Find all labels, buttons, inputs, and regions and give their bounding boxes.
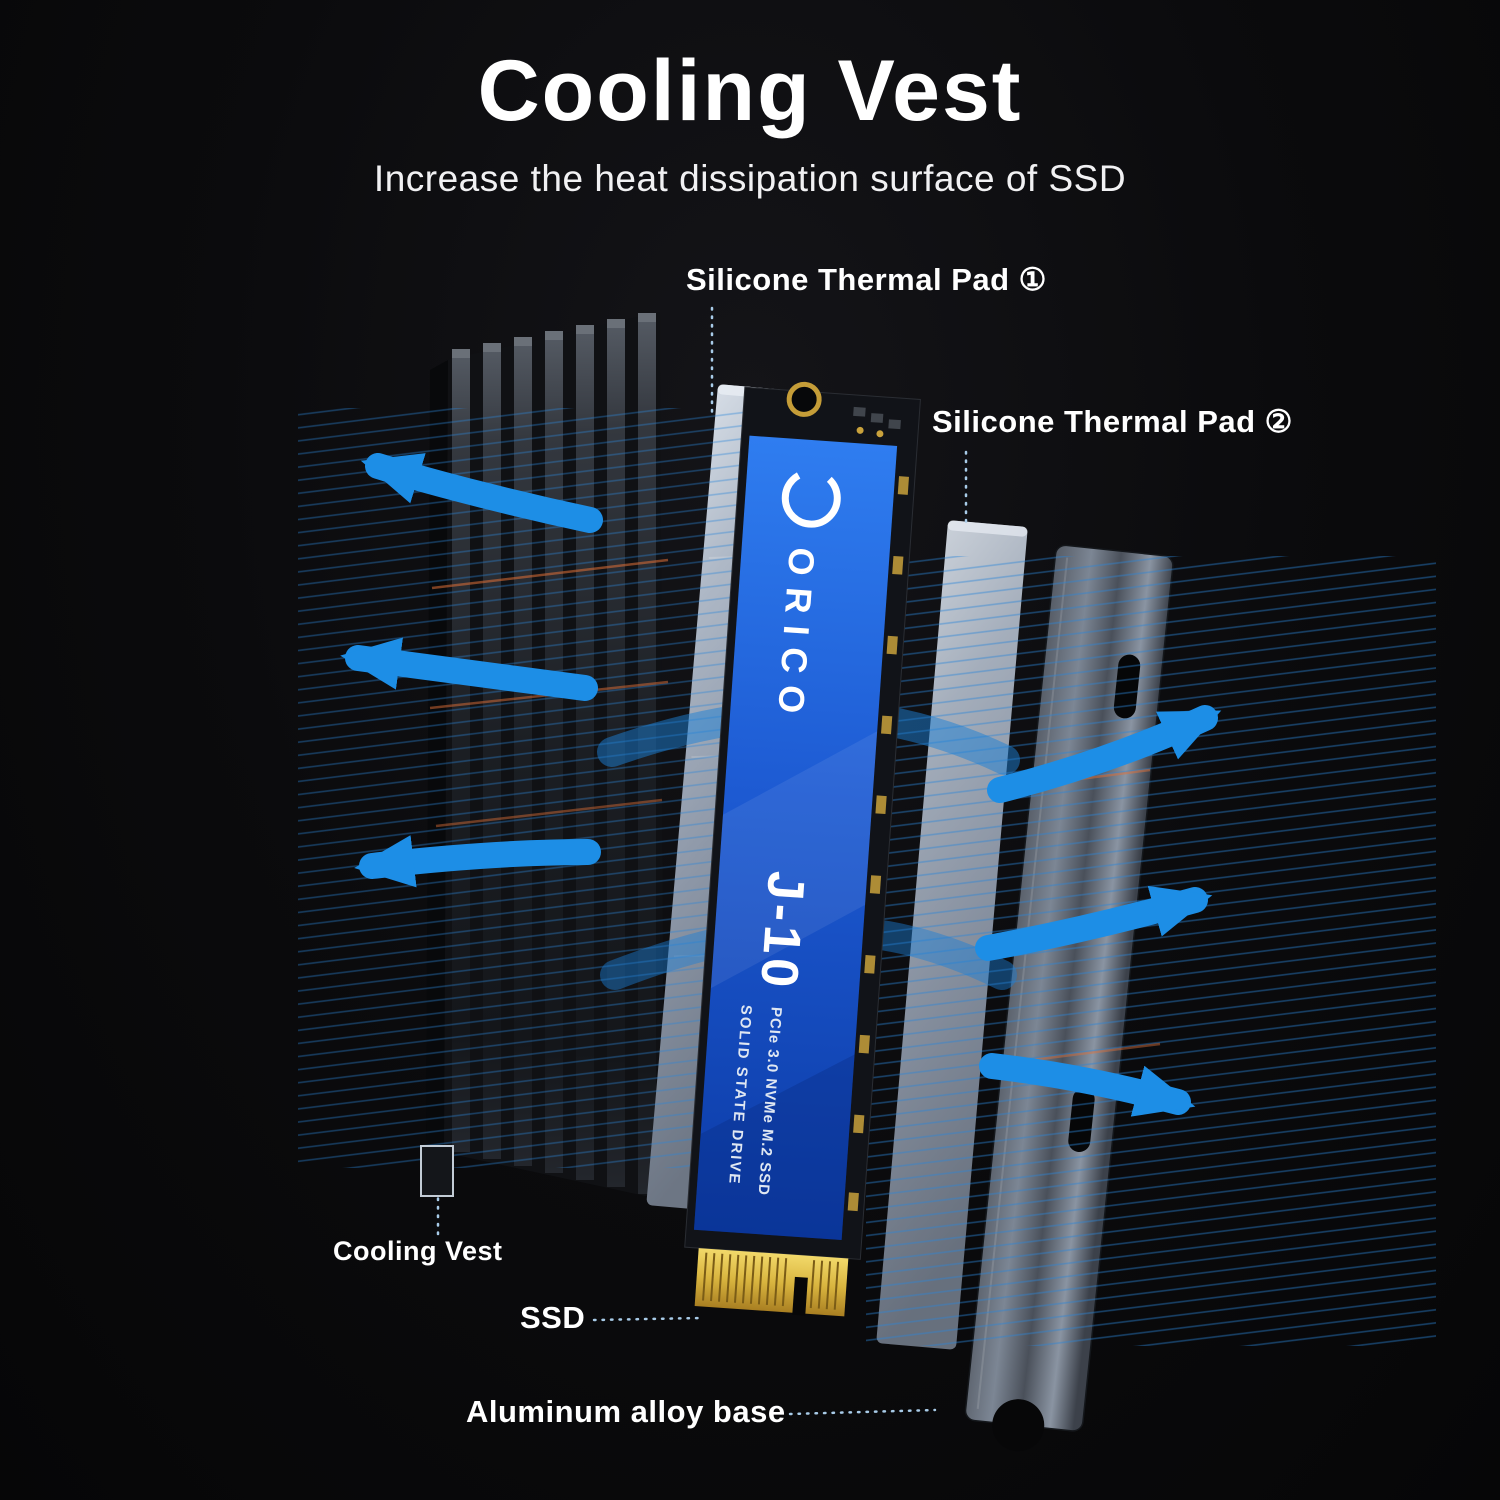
airflow-arrow-right-2 [975, 885, 1213, 961]
ssd-board: ORICO J-10 SOLID STATE DRIVE PCIe 3.0 NV… [684, 381, 921, 1317]
callout-ssd: SSD [520, 1300, 586, 1335]
callout-thermal-pad-2: Silicone Thermal Pad ② [932, 404, 1293, 439]
leader-ssd [592, 1316, 704, 1322]
orico-logo-icon [781, 468, 841, 528]
airflow-arrow-right-3 [979, 1053, 1196, 1117]
leader-aluminum-base [788, 1408, 937, 1416]
base-bottom-notch [992, 1399, 1045, 1452]
connector-key-notch [792, 1276, 808, 1316]
ssd-connector [694, 1248, 849, 1317]
airflow-arrow-left-3 [354, 835, 601, 888]
page-subtitle: Increase the heat dissipation surface of… [373, 158, 1127, 199]
heat-accent-line [1015, 1042, 1161, 1064]
heatsink-mount-tab-outline [420, 1145, 454, 1197]
airflow-arrow-left-1 [360, 453, 603, 533]
callout-thermal-pad-1: Silicone Thermal Pad ① [686, 262, 1047, 297]
airflow-lines-right [866, 556, 1436, 1346]
ssd-mounting-notch [786, 381, 822, 417]
ssd-model-text: J-10 [749, 869, 815, 993]
airflow-arrow-right-1 [987, 705, 1222, 803]
airflow-arrow-left-2 [340, 637, 598, 701]
callout-cooling-vest: Cooling Vest [333, 1236, 503, 1266]
callout-aluminum-base: Aluminum alloy base [466, 1394, 786, 1429]
page-title: Cooling Vest [477, 43, 1023, 139]
airflow-lines-left [298, 408, 768, 1168]
ssd-label-sticker [693, 435, 898, 1241]
heat-accent-line [431, 558, 669, 590]
heat-accent-line [435, 798, 663, 828]
ssd-edge-pads [847, 476, 909, 1212]
airflow-arrows [340, 453, 1222, 1117]
